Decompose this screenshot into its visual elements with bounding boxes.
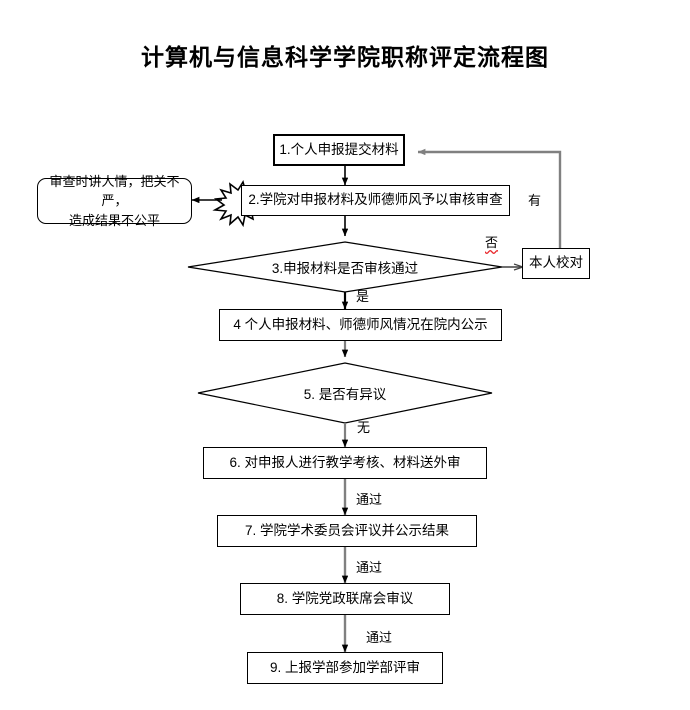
page-title: 计算机与信息科学学院职称评定流程图: [141, 45, 549, 70]
node-step-6[interactable]: 6. 对申报人进行教学考核、材料送外审: [203, 447, 487, 479]
node-step-7-label: 7. 学院学术委员会评议并公示结果: [244, 522, 449, 538]
node-step-4[interactable]: 4 个人申报材料、师德师风情况在院内公示: [219, 309, 502, 341]
node-step-2[interactable]: 2.学院对申报材料及师德师风予以审核审查: [241, 185, 510, 216]
risk-note-line-1: 审查时讲人情，把关不严，: [49, 173, 180, 209]
edge-label-has-objection: 有: [528, 193, 542, 208]
node-step-8[interactable]: 8. 学院党政联席会审议: [240, 583, 450, 615]
edge-label-pass-6-to-7: 通过: [356, 492, 383, 507]
node-step-6-label: 6. 对申报人进行教学考核、材料送外审: [229, 454, 461, 470]
node-step-9[interactable]: 9. 上报学部参加学部评审: [247, 652, 443, 684]
node-step-7[interactable]: 7. 学院学术委员会评议并公示结果: [217, 515, 477, 547]
edge-label-yes-review: 是: [356, 289, 370, 304]
edge-label-pass-7-to-8: 通过: [356, 560, 383, 575]
node-decision-5-label: 5. 是否有异议: [303, 387, 387, 402]
node-step-8-label: 8. 学院党政联席会审议: [276, 590, 414, 606]
node-step-4-label: 4 个人申报材料、师德师风情况在院内公示: [233, 316, 488, 332]
risk-note-line-2: 造成结果不公平: [68, 212, 160, 228]
node-risk-note[interactable]: 审查时讲人情，把关不严， 造成结果不公平: [37, 174, 192, 228]
node-step-9-label: 9. 上报学部参加学部评审: [269, 659, 420, 675]
node-step-1[interactable]: 1.个人申报提交材料: [273, 134, 405, 166]
edge-label-no-review: 否: [485, 235, 499, 250]
node-step-2-label: 2.学院对申报材料及师德师风予以审核审查: [248, 192, 503, 208]
node-decision-3-label: 3.申报材料是否审核通过: [271, 261, 419, 276]
node-self-check[interactable]: 本人校对: [522, 248, 590, 279]
edge-label-no-objection: 无: [357, 420, 371, 435]
edge-label-pass-8-to-9: 通过: [366, 630, 393, 645]
node-step-1-label: 1.个人申报提交材料: [279, 141, 399, 157]
node-self-check-label: 本人校对: [529, 255, 583, 271]
